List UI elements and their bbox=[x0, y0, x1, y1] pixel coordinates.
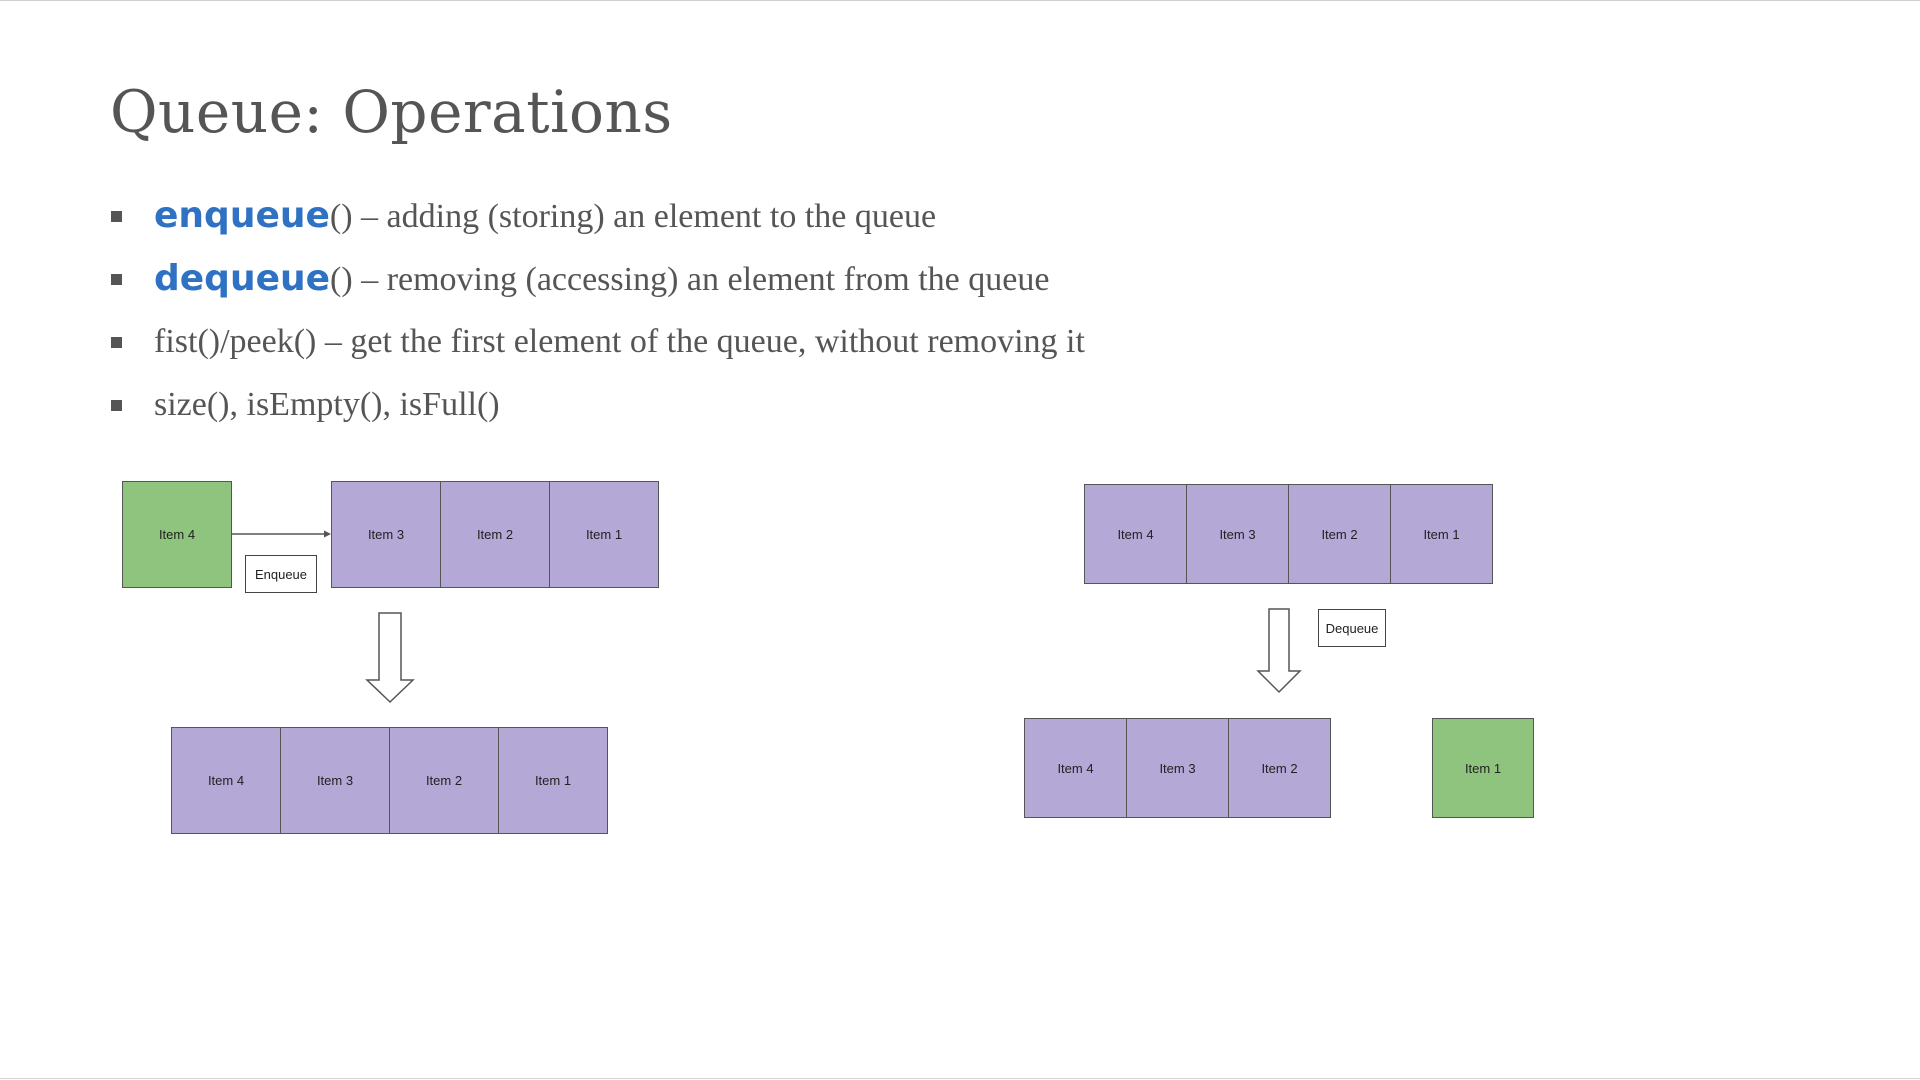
enqueue-after-item: Item 1 bbox=[498, 727, 608, 834]
dequeue-after-item: Item 4 bbox=[1024, 718, 1127, 818]
top-rule bbox=[0, 0, 1920, 1]
square-bullet-icon bbox=[111, 337, 122, 348]
down-arrow-icon bbox=[1256, 608, 1302, 694]
enqueue-after-item: Item 3 bbox=[280, 727, 390, 834]
bottom-rule bbox=[0, 1078, 1920, 1079]
enqueue-label: Enqueue bbox=[245, 555, 317, 593]
slide-title: Queue: Operations bbox=[110, 78, 673, 146]
enqueue-connector-arrowhead bbox=[324, 530, 331, 538]
bullet-peek: fist()/peek() – get the first element of… bbox=[108, 316, 1085, 379]
enqueue-before-item: Item 2 bbox=[440, 481, 550, 588]
enqueue-before-item: Item 3 bbox=[331, 481, 441, 588]
dequeue-after-item: Item 3 bbox=[1126, 718, 1229, 818]
dequeue-before-item: Item 2 bbox=[1288, 484, 1391, 584]
bullet-dequeue: dequeue() – removing (accessing) an elem… bbox=[108, 253, 1085, 316]
bullet-text: fist()/peek() – get the first element of… bbox=[154, 323, 1085, 360]
dequeue-after-item: Item 2 bbox=[1228, 718, 1331, 818]
keyword-enqueue: enqueue bbox=[154, 195, 330, 236]
bullet-text: () – adding (storing) an element to the … bbox=[329, 198, 937, 235]
square-bullet-icon bbox=[111, 400, 122, 411]
square-bullet-icon bbox=[111, 211, 122, 222]
dequeue-before-item: Item 1 bbox=[1390, 484, 1493, 584]
square-bullet-icon bbox=[111, 274, 122, 285]
bullet-text: () – removing (accessing) an element fro… bbox=[330, 261, 1050, 298]
enqueue-before-item: Item 1 bbox=[549, 481, 659, 588]
bullet-size: size(), isEmpty(), isFull() bbox=[108, 379, 1085, 442]
dequeue-label: Dequeue bbox=[1318, 609, 1386, 647]
bullet-text: size(), isEmpty(), isFull() bbox=[154, 386, 500, 423]
enqueue-new-item: Item 4 bbox=[122, 481, 232, 588]
bullet-enqueue: enqueue() – adding (storing) an element … bbox=[108, 190, 1085, 253]
dequeue-before-item: Item 4 bbox=[1084, 484, 1187, 584]
bullet-list: enqueue() – adding (storing) an element … bbox=[108, 190, 1085, 442]
down-arrow-icon bbox=[365, 612, 415, 704]
keyword-dequeue: dequeue bbox=[154, 258, 331, 299]
dequeue-before-item: Item 3 bbox=[1186, 484, 1289, 584]
dequeue-removed-item: Item 1 bbox=[1432, 718, 1534, 818]
